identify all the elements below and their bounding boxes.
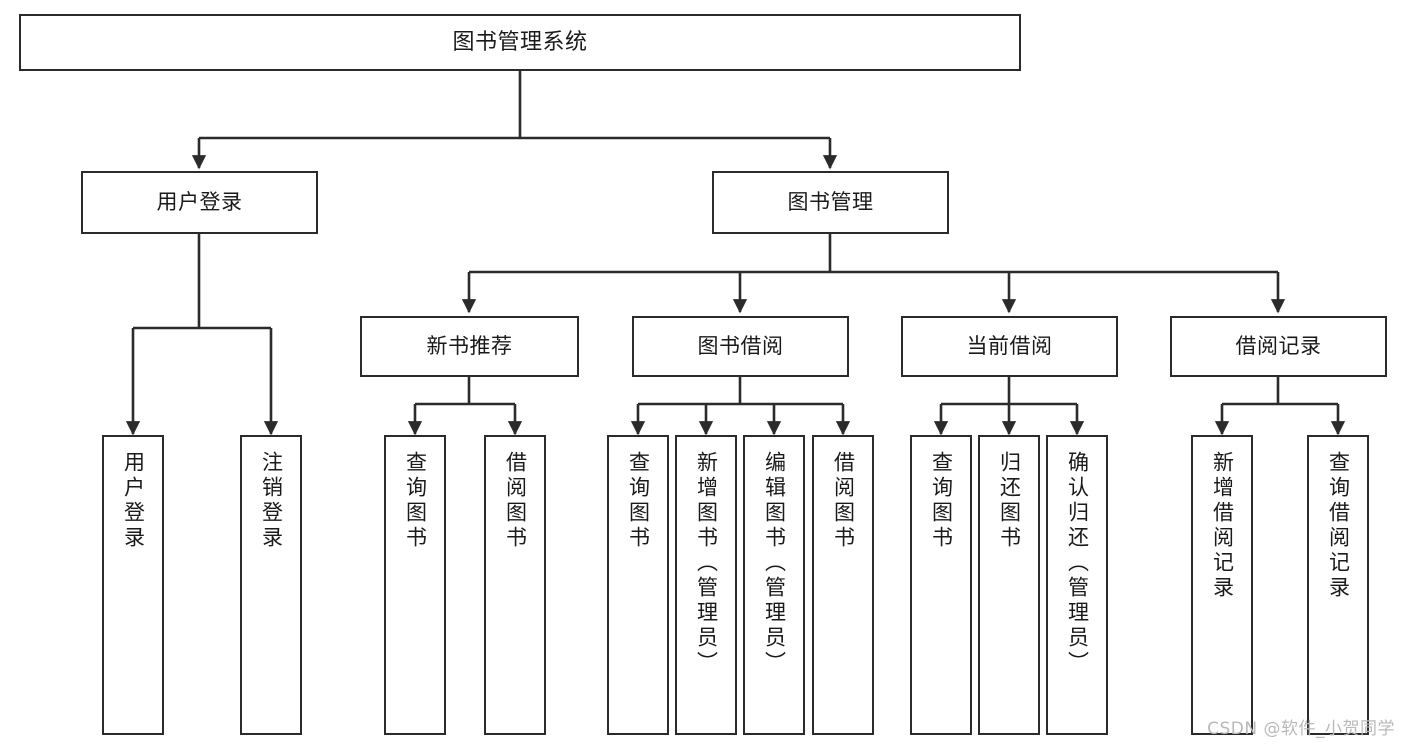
leaf-label: 编辑图书（管理员） xyxy=(762,451,787,676)
leaf-label: 查询借阅记录 xyxy=(1326,451,1351,601)
node-label: 图书借阅 xyxy=(697,334,784,359)
node-book-manage[interactable]: 图书管理 xyxy=(712,171,949,234)
leaf-label: 归还图书 xyxy=(997,451,1022,551)
node-current-borrow[interactable]: 当前借阅 xyxy=(901,316,1118,377)
leaf-newbook-borrow-book[interactable]: 借阅图书 xyxy=(484,435,546,735)
leaf-label: 借阅图书 xyxy=(831,451,856,551)
leaf-label: 借阅图书 xyxy=(503,451,528,551)
leaf-label: 查询图书 xyxy=(626,451,651,551)
node-label: 当前借阅 xyxy=(966,334,1053,359)
leaf-user-login[interactable]: 用户登录 xyxy=(102,435,164,735)
node-label: 借阅记录 xyxy=(1235,334,1322,359)
node-root-system[interactable]: 图书管理系统 xyxy=(19,14,1021,71)
csdn-watermark: CSDN @软件_小贺同学 xyxy=(1207,719,1395,739)
leaf-currentborrow-confirm-return-admin[interactable]: 确认归还（管理员） xyxy=(1046,435,1108,735)
leaf-bookborrow-add-book-admin[interactable]: 新增图书（管理员） xyxy=(675,435,737,735)
leaf-label: 用户登录 xyxy=(121,451,146,551)
leaf-borrowrecord-add-record[interactable]: 新增借阅记录 xyxy=(1191,435,1253,735)
leaf-label: 查询图书 xyxy=(403,451,428,551)
leaf-logout[interactable]: 注销登录 xyxy=(240,435,302,735)
leaf-label: 注销登录 xyxy=(259,451,284,551)
leaf-bookborrow-query-book[interactable]: 查询图书 xyxy=(607,435,669,735)
node-label: 图书管理系统 xyxy=(452,29,588,55)
node-borrow-record[interactable]: 借阅记录 xyxy=(1170,316,1387,377)
leaf-label: 新增图书（管理员） xyxy=(694,451,719,676)
leaf-borrowrecord-query-record[interactable]: 查询借阅记录 xyxy=(1307,435,1369,735)
node-user-login[interactable]: 用户登录 xyxy=(81,171,318,234)
leaf-bookborrow-borrow-book[interactable]: 借阅图书 xyxy=(812,435,874,735)
leaf-currentborrow-return-book[interactable]: 归还图书 xyxy=(978,435,1040,735)
leaf-bookborrow-edit-book-admin[interactable]: 编辑图书（管理员） xyxy=(743,435,805,735)
node-label: 新书推荐 xyxy=(426,334,513,359)
leaf-label: 查询图书 xyxy=(929,451,954,551)
node-new-book-recommend[interactable]: 新书推荐 xyxy=(360,316,579,377)
node-label: 用户登录 xyxy=(156,190,243,215)
leaf-newbook-query-book[interactable]: 查询图书 xyxy=(384,435,446,735)
leaf-label: 确认归还（管理员） xyxy=(1065,451,1090,676)
node-book-borrow[interactable]: 图书借阅 xyxy=(632,316,849,377)
leaf-label: 新增借阅记录 xyxy=(1210,451,1235,601)
node-label: 图书管理 xyxy=(787,190,874,215)
leaf-currentborrow-query-book[interactable]: 查询图书 xyxy=(910,435,972,735)
